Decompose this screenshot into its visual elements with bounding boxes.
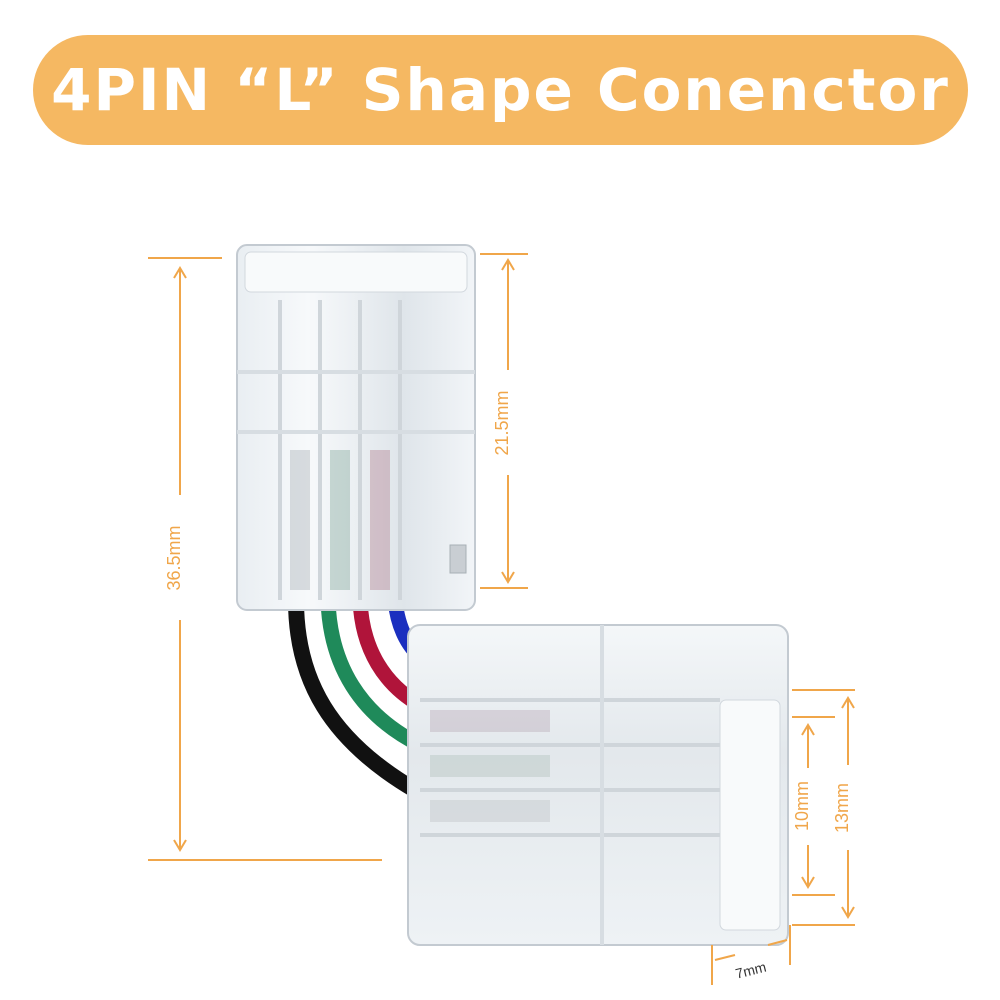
dim-outer-width: 13mm: [832, 783, 852, 833]
wire-green: [320, 599, 424, 752]
wire-bundle: [288, 599, 430, 797]
wire-black: [288, 599, 420, 797]
horizontal-connector: [407, 624, 789, 946]
banner-title: 4PIN “L” Shape Conenctor: [51, 56, 950, 124]
dimension-lines: [148, 253, 855, 985]
vertical-connector: [236, 244, 476, 611]
dim-thickness: 7mm: [734, 959, 768, 982]
title-banner: 4PIN “L” Shape Conenctor: [33, 35, 968, 145]
dim-inner-width: 10mm: [792, 781, 812, 831]
dim-connector-length: 21.5mm: [492, 390, 512, 455]
dim-total-height: 36.5mm: [164, 525, 184, 590]
